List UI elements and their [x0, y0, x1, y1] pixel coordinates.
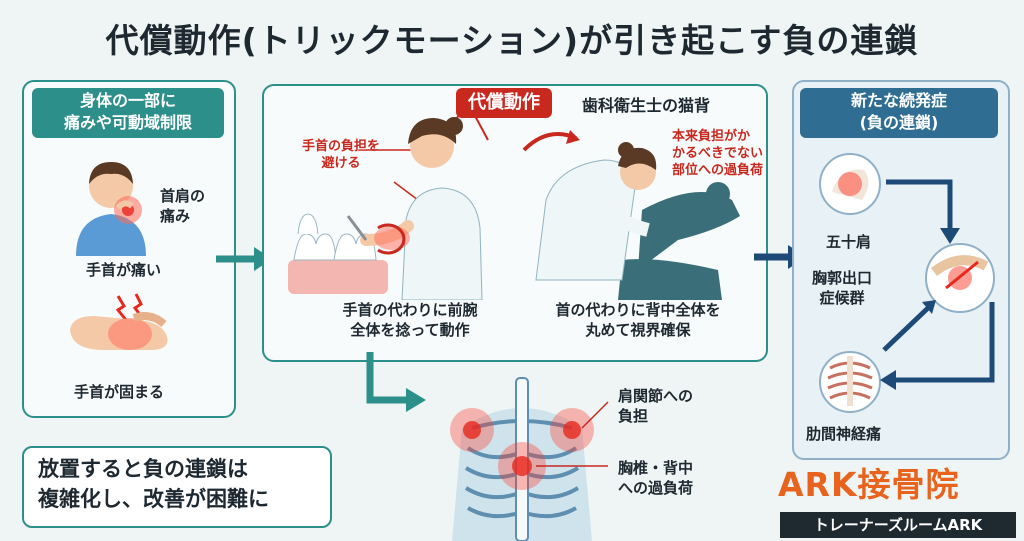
conditions-cycle-illustration — [819, 153, 995, 413]
spine-label-1: 胸椎・背中 — [618, 459, 694, 477]
warning-text: 放置すると負の連鎖は 複雑化し、改善が困難に — [38, 454, 269, 514]
wrist-stiff-label: 手首が固まる — [74, 383, 165, 401]
neck-pain-label: 首肩の 痛み — [160, 186, 205, 226]
caption-left-2: 全体を捻って動作 — [350, 321, 470, 339]
center-subtitle: 歯科衛生士の猫背 — [582, 96, 711, 115]
spine-label-2: への過負荷 — [618, 479, 694, 497]
arrow-center-to-body — [366, 352, 426, 412]
note-left-1: 手首の負担を — [302, 139, 381, 154]
caption-left: 手首の代わりに前腕 全体を捻って動作 — [310, 300, 510, 340]
wrist-pain-illustration — [70, 293, 168, 350]
note-right: 本来負担がか かるべきでない 部位への過負荷 — [672, 128, 763, 179]
left-header-line1: 身体の一部に — [79, 91, 176, 110]
frozen-shoulder-label: 五十肩 — [826, 233, 872, 251]
warning-line-1: 放置すると負の連鎖は — [38, 457, 248, 481]
caption-right: 首の代わりに背中全体を 丸めて視界確保 — [528, 300, 748, 340]
hygienist-forearm-illustration — [288, 113, 489, 300]
shoulder-label-1: 肩関節への — [618, 387, 694, 405]
shoulder-load-label: 肩関節への 負担 — [618, 386, 693, 426]
right-panel-header: 新たな続発症 (負の連鎖) — [800, 88, 998, 138]
page-title: 代償動作(トリックモーション)が引き起こす負の連鎖 — [105, 21, 919, 60]
brand-logo: ARK接骨院 — [778, 465, 960, 504]
caption-right-2: 丸めて視界確保 — [585, 321, 691, 339]
note-right-1: 本来負担がか — [672, 129, 751, 144]
neck-pain-label-1: 首肩の — [160, 187, 206, 205]
warning-box — [22, 446, 332, 528]
spine-load-label: 胸椎・背中 への過負荷 — [618, 458, 693, 498]
neck-pain-illustration — [76, 162, 146, 256]
spine-skeleton-illustration — [450, 377, 609, 541]
tos-label-2: 症候群 — [819, 289, 865, 307]
compensation-badge: 代償動作 — [456, 88, 552, 118]
neck-pain-label-2: 痛み — [160, 207, 191, 225]
left-header-line2: 痛みや可動域制限 — [63, 113, 192, 132]
left-panel-header: 身体の一部に 痛みや可動域制限 — [32, 88, 224, 138]
intercostal-label: 肋間神経痛 — [806, 425, 882, 443]
caption-left-1: 手首の代わりに前腕 — [342, 301, 478, 319]
tos-label-1: 胸郭出口 — [812, 269, 873, 287]
wrist-pain-label: 手首が痛い — [86, 261, 162, 279]
note-left: 手首の負担を 避ける — [302, 138, 380, 172]
right-header-line1: 新たな続発症 — [850, 91, 947, 110]
tos-label: 胸郭出口 症候群 — [812, 268, 872, 308]
note-right-2: かるべきでない — [672, 146, 764, 161]
right-header-line2: (負の連鎖) — [859, 113, 939, 132]
warning-line-2: 複雑化し、改善が困難に — [38, 487, 269, 511]
note-right-3: 部位への過負荷 — [672, 163, 764, 178]
brand-subtitle: トレーナーズルームARK — [780, 512, 1016, 538]
shoulder-label-2: 負担 — [618, 407, 649, 425]
hygienist-hunched-illustration — [522, 130, 740, 300]
caption-right-1: 首の代わりに背中全体を — [555, 301, 721, 319]
note-left-2: 避ける — [321, 156, 361, 171]
